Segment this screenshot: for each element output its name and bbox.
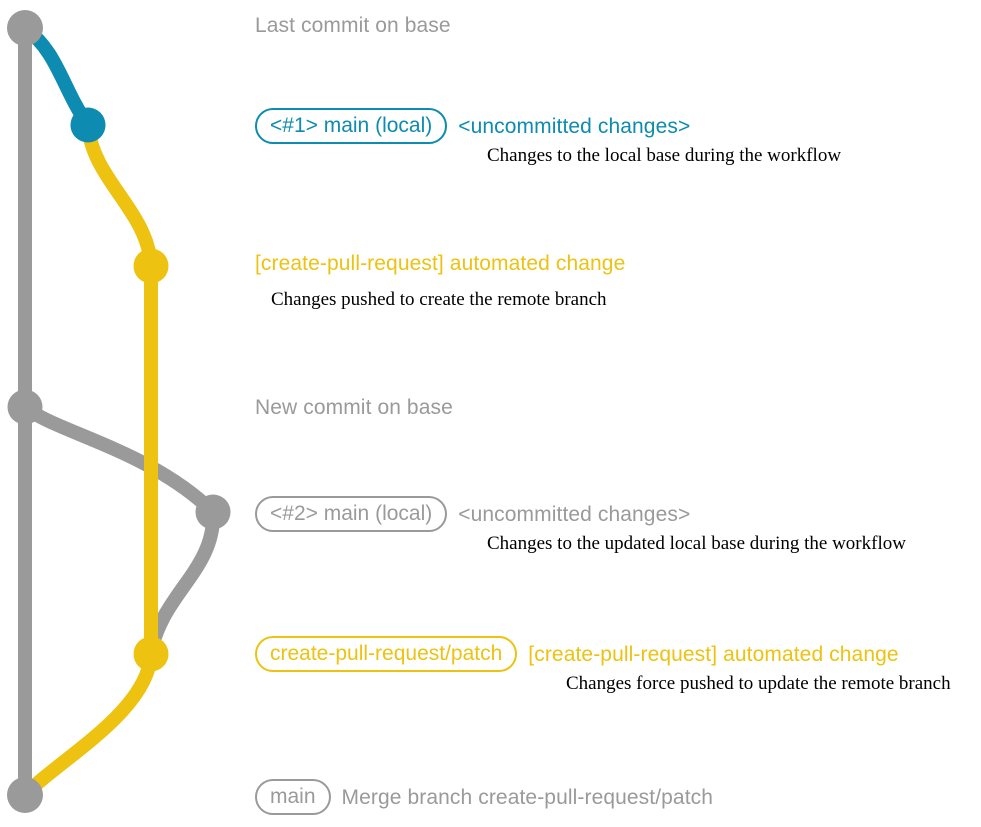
branch-line-local2-to-remote2 (144, 505, 221, 661)
commit-row-local-2: <#2> main (local) <uncommitted changes> (255, 496, 690, 532)
commit-row-remote-2: create-pull-request/patch [create-pull-r… (255, 636, 899, 672)
commit-node-new-commit-on-base[interactable] (7, 389, 43, 425)
ref-pill-create-pull-request-patch[interactable]: create-pull-request/patch (255, 636, 518, 672)
commit-node-local-1[interactable] (70, 107, 106, 143)
commit-row-local-1: <#1> main (local) <uncommitted changes> (255, 108, 690, 144)
commit-row-new-commit-on-base: New commit on base (255, 396, 453, 420)
ref-pill-main[interactable]: main (255, 779, 331, 815)
commit-row-merge: main Merge branch create-pull-request/pa… (255, 779, 713, 815)
commit-note-local-2: Changes to the updated local base during… (487, 533, 906, 554)
commit-node-remote-1[interactable] (133, 248, 169, 284)
commit-subject: <uncommitted changes> (458, 115, 691, 138)
commit-subject: New commit on base (255, 396, 453, 419)
commit-subject: <uncommitted changes> (458, 503, 691, 526)
commit-note-remote-2: Changes force pushed to update the remot… (566, 673, 951, 694)
commit-subject: [create-pull-request] automated change (528, 643, 899, 666)
commit-subject: [create-pull-request] automated change (255, 252, 626, 275)
branch-line-base-to-local2 (18, 400, 220, 519)
commit-row-remote-1: [create-pull-request] automated change (255, 252, 625, 276)
commit-node-last-commit-on-base[interactable] (7, 10, 43, 46)
ref-pill-main-local-1[interactable]: <#1> main (local) (255, 108, 448, 144)
commit-note-remote-1: Changes pushed to create the remote bran… (271, 289, 607, 310)
branch-line-remote-merge (18, 647, 158, 802)
commit-row-last-commit-on-base: Last commit on base (255, 14, 451, 38)
commit-subject: Merge branch create-pull-request/patch (341, 786, 714, 809)
branch-line-local1 (18, 21, 95, 132)
branch-line-remote-upper (81, 118, 158, 273)
commit-subject: Last commit on base (255, 14, 451, 37)
commit-node-merge[interactable] (7, 777, 43, 813)
commit-node-remote-2[interactable] (133, 636, 169, 672)
ref-pill-main-local-2[interactable]: <#2> main (local) (255, 496, 448, 532)
commit-note-local-1: Changes to the local base during the wor… (487, 145, 842, 166)
commit-node-local-2[interactable] (195, 494, 231, 530)
